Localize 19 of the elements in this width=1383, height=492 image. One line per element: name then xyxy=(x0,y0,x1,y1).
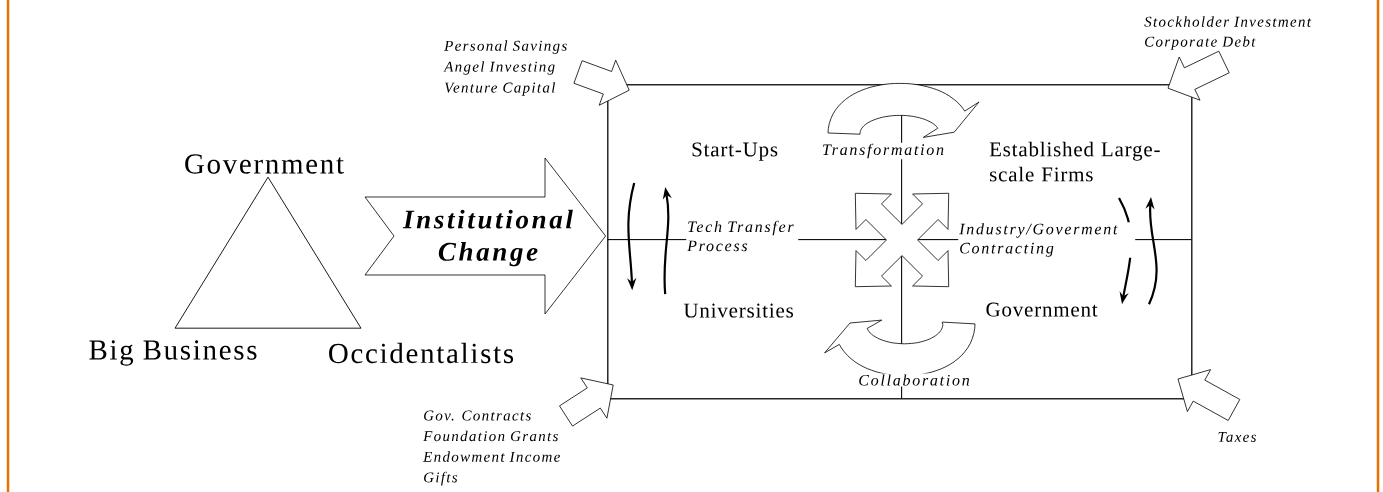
vertex-label: Government xyxy=(185,154,344,174)
funding-sources: Taxes xyxy=(1218,432,1256,442)
block-arrow xyxy=(1177,369,1241,421)
edge-label: Industry/Goverment Contracting xyxy=(958,222,1136,258)
matrix-frame xyxy=(607,84,1193,400)
block-arrow xyxy=(364,157,606,315)
block-arrow xyxy=(1167,50,1230,101)
funding-sources: Personal Savings Angel Investing Venture Capital xyxy=(443,40,567,96)
edge-label: Collaboration xyxy=(857,373,971,387)
block-arrow xyxy=(827,83,980,138)
block-arrow xyxy=(559,377,614,427)
funding-sources: Stockholder Investment Corporate Debt xyxy=(1144,16,1312,50)
vertex-label: Big Business xyxy=(89,340,257,366)
edge-label: Tech Transfer Process xyxy=(686,219,799,253)
block-arrow xyxy=(573,59,630,106)
edge-label: Transformation xyxy=(821,142,945,160)
vertex-label: Occidentalists xyxy=(329,342,514,364)
funding-sources: Gov. Contracts Foundation Grants Endowment Income Gifts xyxy=(423,410,560,486)
edge-label: Institutional Change xyxy=(402,209,573,267)
